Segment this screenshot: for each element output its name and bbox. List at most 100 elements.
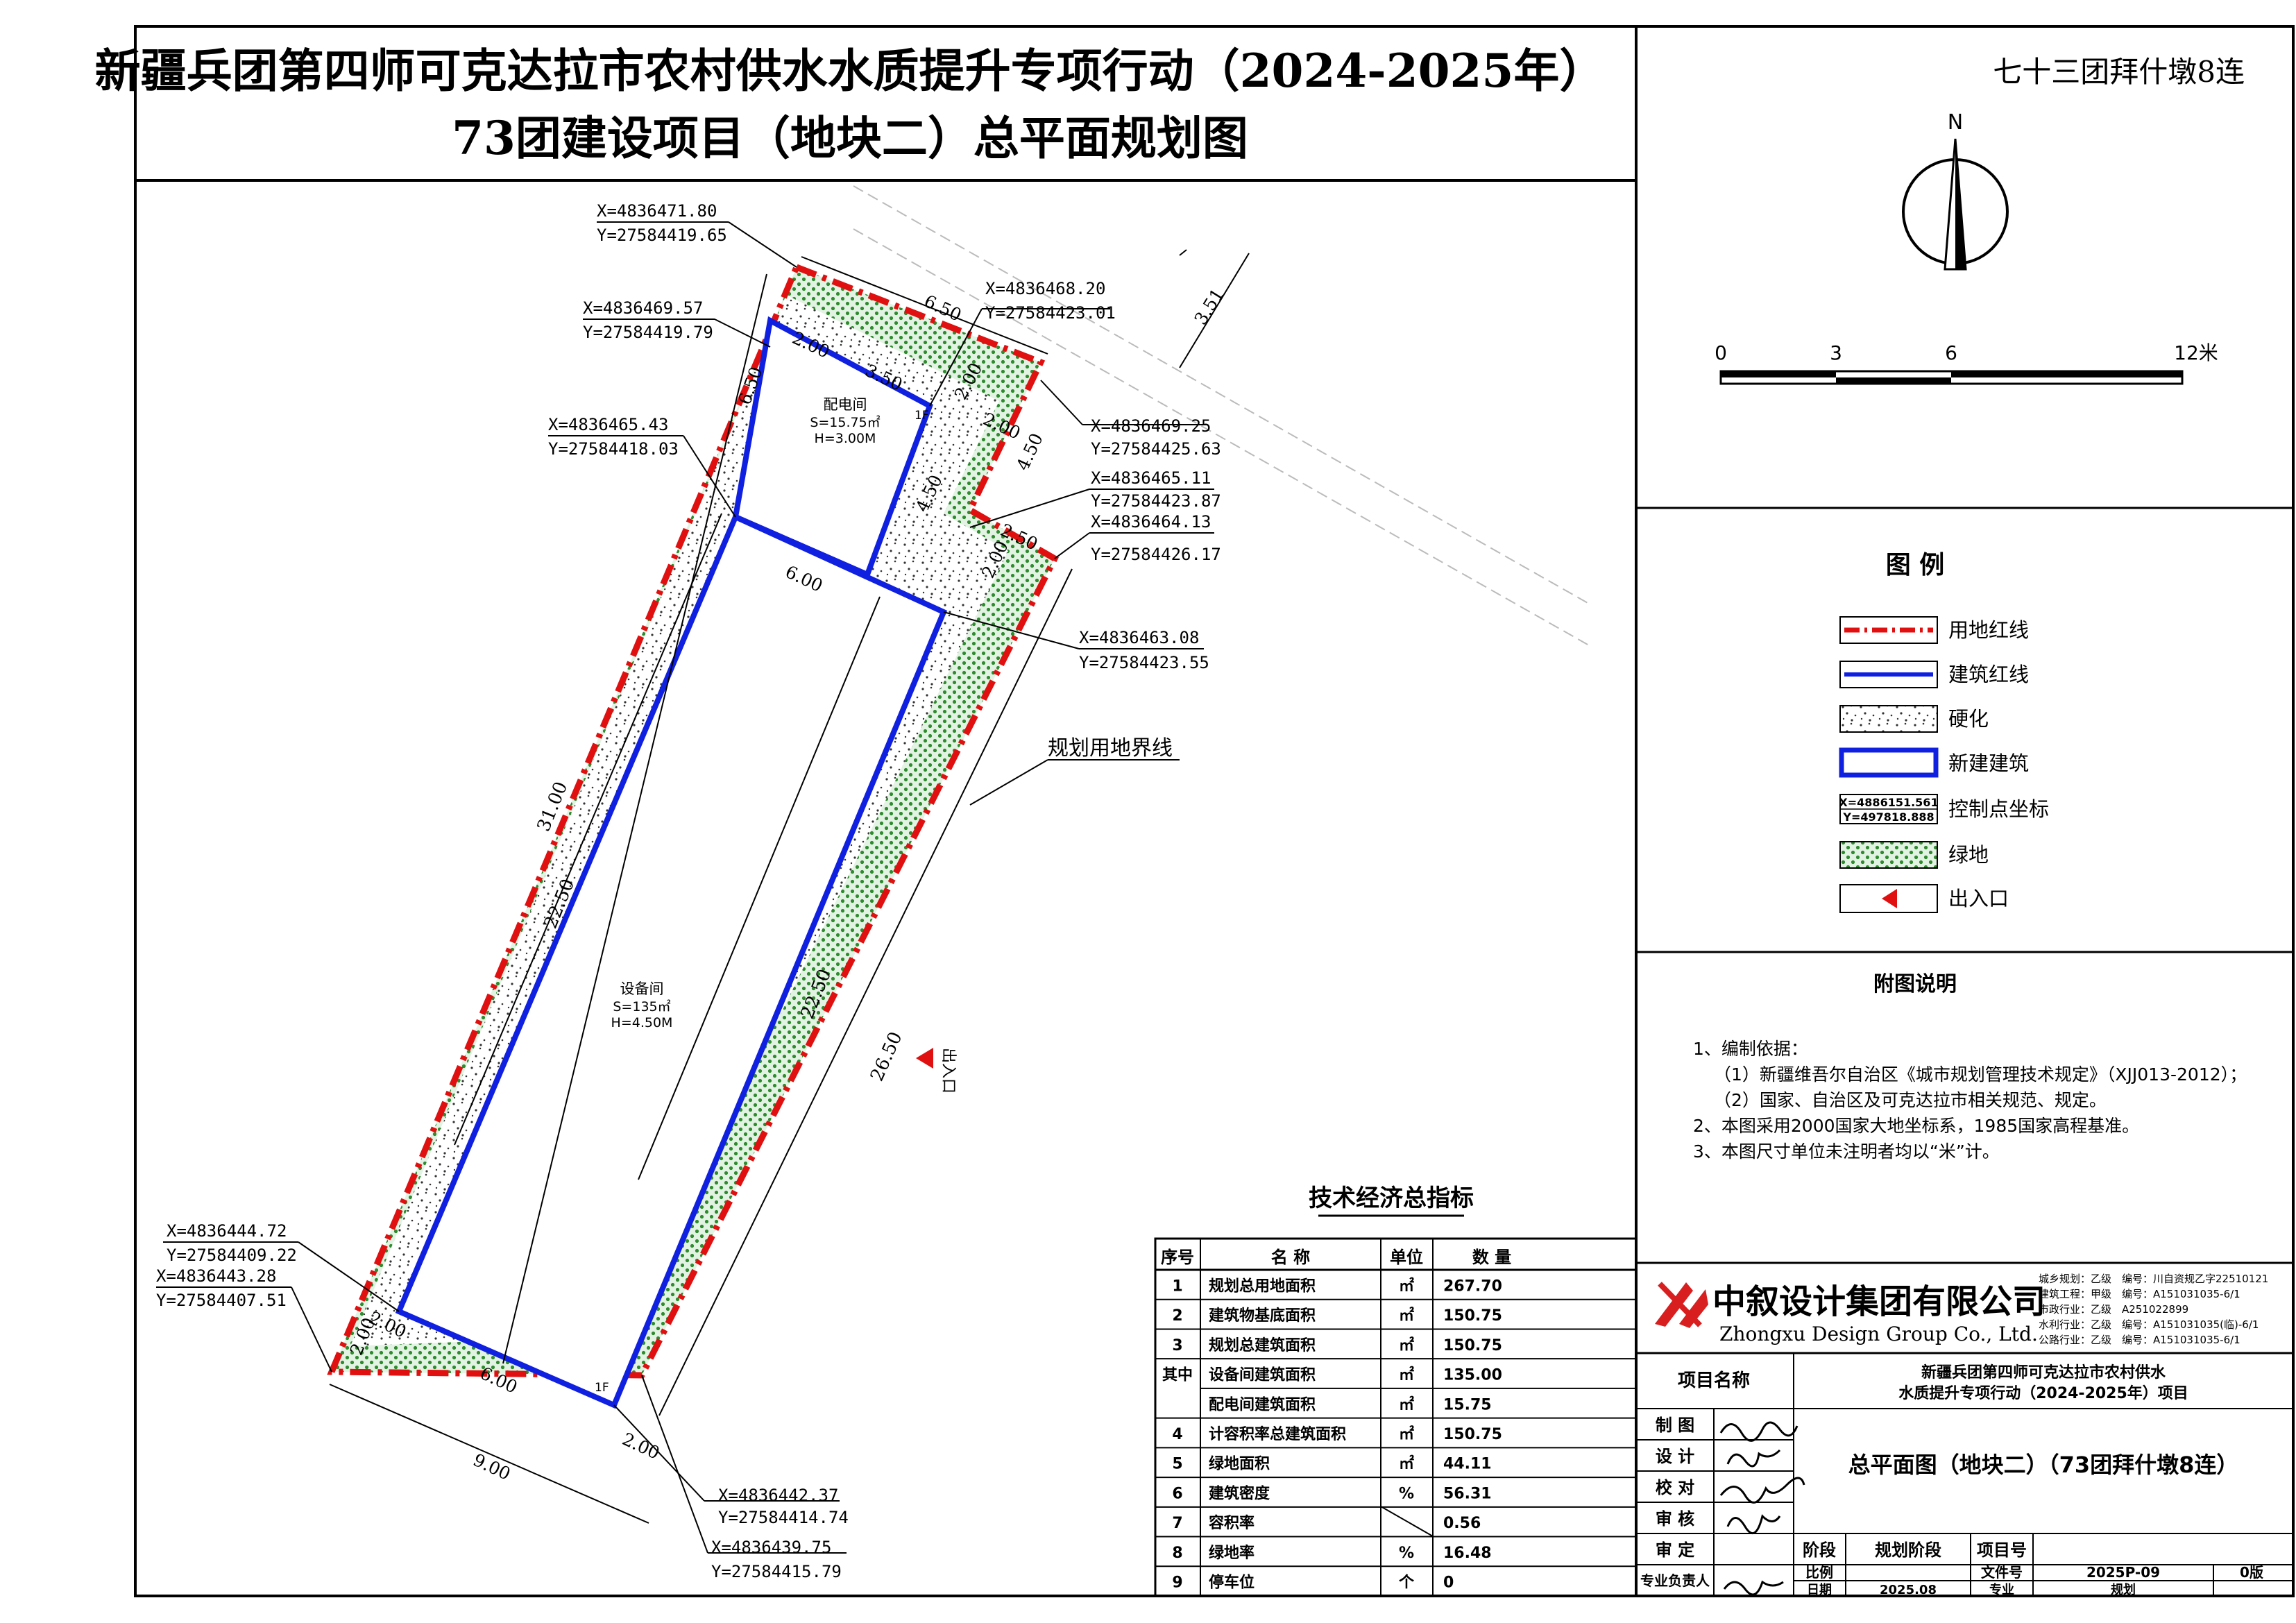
coord-12-y: Y=27584415.79 [711,1562,842,1581]
role-chief: 专业负责人 [1640,1572,1710,1589]
tech-table-cell: 16.48 [1443,1545,1492,1562]
tech-table-cell: 15.75 [1443,1396,1492,1413]
scale-label: 比例 [1805,1564,1833,1581]
coord-12-x: X=4836439.75 [711,1538,831,1557]
major-value: 规划 [2111,1582,2136,1597]
legend-label-coord: 控制点坐标 [1948,797,2049,821]
coord-6-x: X=4836465.11 [1091,468,1211,488]
tech-table-cell: 其中 [1162,1367,1193,1384]
note-line-4: 2、本图采用2000国家大地坐标系，1985国家高程基准。 [1693,1116,2139,1136]
tech-table-cell: 6 [1172,1485,1182,1502]
coord-10-x: X=4836443.28 [156,1266,276,1286]
title-line-2: 73团建设项目（地块二）总平面规划图 [452,111,1248,165]
qual-4-a: 水利行业：乙级 [2039,1318,2111,1331]
coord-2-y: Y=27584423.01 [985,303,1116,323]
company-name-en: Zhongxu Design Group Co., Ltd. [1719,1323,2038,1345]
coord-7-y: Y=27584426.17 [1091,545,1221,564]
qual-3-a: 市政行业：乙级 [2039,1303,2111,1316]
scale-label-12: 12米 [2174,341,2218,364]
role-review: 审 核 [1656,1509,1694,1529]
tech-table-cell: 8 [1172,1545,1182,1562]
room-area-equipment: S=135㎡ [613,999,670,1014]
site-plan: 配电间 S=15.75㎡ H=3.00M 设备间 S=135㎡ H=4.50M … [156,185,1590,1581]
legend-item-paved: 硬化 [1839,705,1989,733]
tech-table-cell: 绿地面积 [1209,1455,1270,1473]
project-name-1: 新疆兵团第四师可克达拉市农村供水 [1921,1363,2166,1382]
room-label-equipment: 设备间 [620,980,664,997]
legend-label-building: 新建建筑 [1948,751,2029,775]
north-arrow-icon [1902,138,2009,271]
legend-item-building: 新建建筑 [1839,747,2029,778]
coord-6-y: Y=27584423.87 [1091,491,1221,511]
role-design: 设 计 [1656,1447,1694,1466]
role-approve: 审 定 [1656,1540,1694,1560]
coord-9-y: Y=27584409.22 [167,1246,297,1265]
note-line-2: （1）新疆维吾尔自治区《城市规划管理技术规定》（XJJ013-2012）； [1714,1064,2247,1085]
file-no-label: 文件号 [1981,1564,2023,1581]
qual-2-b: 编号：A151031035-6/1 [2122,1288,2240,1300]
qual-2-a: 建筑工程：甲级 [2039,1288,2111,1300]
notes: 1、编制依据： （1）新疆维吾尔自治区《城市规划管理技术规定》（XJJ013-2… [1693,1039,2247,1162]
legend-title: 图 例 [1886,551,1945,579]
north-label: N [1948,110,1963,135]
coord-8-y: Y=27584423.55 [1079,653,1209,672]
tech-table-cell: 56.31 [1443,1485,1492,1502]
coord-11-x: X=4836442.37 [718,1486,838,1505]
legend-item-blueline: 建筑红线 [1839,661,2029,688]
scale-label-3: 3 [1830,341,1842,364]
floor-mark-1: 1F [915,409,929,423]
tech-table-cell: % [1399,1485,1414,1502]
room-height-equipment: H=4.50M [611,1015,673,1030]
coord-3-x: X=4836469.57 [583,298,703,318]
tech-table-cell: 150.75 [1443,1307,1502,1325]
signatures [1719,1421,1805,1596]
tech-table-cell: 个 [1399,1574,1415,1592]
dim-3-51: 3.51 [1190,285,1227,329]
note-line-3: （2）国家、自治区及可克达拉市相关规范、规定。 [1714,1090,2107,1110]
tech-table-cell: 0 [1443,1574,1454,1592]
tech-table-cell: 5 [1172,1456,1182,1473]
legend-label-redline: 用地红线 [1948,618,2029,642]
qual-4-b: 编号：A151031035(临)-6/1 [2122,1318,2259,1331]
company-logo-icon [1650,1280,1708,1329]
tech-table-cell: ㎡ [1399,1277,1414,1295]
tech-table-cell: 44.11 [1443,1456,1492,1473]
scale-label-6: 6 [1945,341,1957,364]
legend-item-redline: 用地红线 [1839,616,2029,644]
legend-label-green: 绿地 [1948,843,1989,867]
entrance-icon [1882,889,1897,908]
coord-3-y: Y=27584419.79 [583,323,713,342]
tech-table-cell: 停车位 [1209,1574,1255,1592]
tech-table-cell: ㎡ [1399,1336,1414,1354]
scale-bar: 0 3 6 12米 [1715,341,2218,385]
file-no-value: 2025P-09 [2086,1564,2160,1581]
coord-11-y: Y=27584414.74 [718,1508,849,1527]
tech-table-cell: 2 [1172,1307,1182,1325]
tech-table-cell: 1 [1172,1277,1182,1295]
drawing-name: 总平面图（地块二）（73团拜什墩8连） [1848,1452,2239,1478]
floor-mark-2: 1F [595,1381,609,1395]
tech-table-cell: 配电间建筑面积 [1209,1395,1316,1413]
date-label: 日期 [1807,1583,1832,1597]
scale-label-0: 0 [1715,341,1727,364]
coord-5-y: Y=27584418.03 [548,439,679,459]
notes-title: 附图说明 [1873,972,1957,996]
room-height-electrical: H=3.00M [815,431,876,446]
tech-table-cell: 0.56 [1443,1515,1481,1532]
stage-label: 阶段 [1803,1540,1836,1560]
tech-table-cell: ㎡ [1399,1425,1414,1443]
tech-table-cell: 135.00 [1443,1367,1502,1384]
tech-header-name: 名 称 [1271,1248,1310,1267]
qual-5-a: 公路行业：乙级 [2039,1334,2111,1346]
tech-table-cell: 建筑物基底面积 [1209,1307,1316,1325]
coord-1-x: X=4836471.80 [597,201,717,221]
role-drafting: 制 图 [1656,1416,1694,1435]
tech-table-cell: ㎡ [1399,1455,1414,1473]
date-value: 2025.08 [1880,1583,1937,1597]
legend-item-entrance: 出入口 [1839,884,2009,913]
note-line-5: 3、本图尺寸单位未注明者均以“米”计。 [1693,1141,2000,1162]
tech-table-cell: 150.75 [1443,1426,1502,1443]
qual-1-b: 编号：川自资规乙字22510121 [2122,1273,2268,1285]
